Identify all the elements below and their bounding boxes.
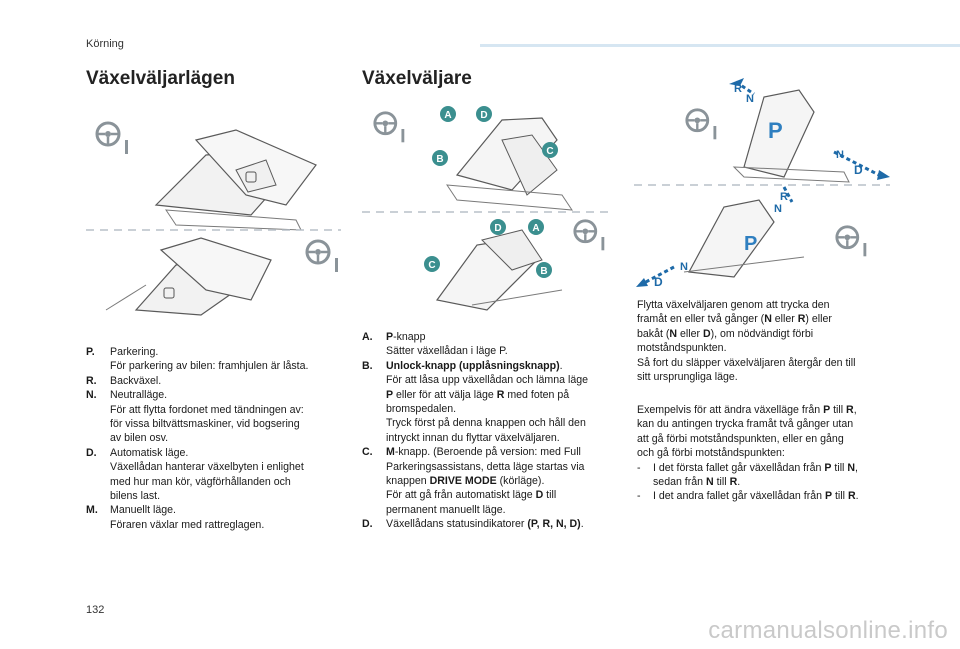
callout-a: A: [440, 106, 456, 122]
selector-parts-list: A. P-knapp Sätter växellådan i läge P. B…: [362, 330, 624, 532]
svg-text:P: P: [744, 233, 757, 255]
callout-c: C: [542, 142, 558, 158]
svg-text:C: C: [428, 260, 435, 271]
svg-text:R: R: [734, 83, 742, 95]
example-bullet-2: - I det andra fallet går växellådan från…: [637, 490, 859, 503]
mode-n: N. Neutralläge.För att flytta fordonet m…: [86, 389, 304, 445]
svg-text:B: B: [540, 266, 547, 277]
callout-c-2: C: [424, 256, 440, 272]
part-d: D. Växellådans statusindikatorer (P, R, …: [362, 518, 584, 531]
shift-instructions: Flytta växelväljaren genom att trycka de…: [637, 299, 856, 384]
section-label: Körning: [86, 38, 124, 50]
svg-text:N: N: [836, 149, 844, 161]
part-a: A. P-knapp Sätter växellådan i läge P.: [362, 331, 508, 358]
svg-text:R: R: [780, 191, 788, 203]
callout-a-2: A: [528, 219, 544, 235]
svg-text:D: D: [480, 110, 487, 121]
svg-text:N: N: [774, 203, 782, 215]
svg-text:A: A: [444, 110, 451, 121]
steering-wheel-icon: [95, 121, 130, 156]
svg-text:C: C: [546, 146, 553, 157]
gear-selector-illustration-left: [86, 121, 341, 316]
gear-shift-arrows-illustration: R N P N D R N P N D: [634, 78, 890, 289]
watermark: carmanualsonline.info: [708, 617, 948, 644]
svg-text:P: P: [768, 118, 783, 143]
mode-r: R. Backväxel.: [86, 374, 162, 387]
heading-gear-selector: Växelväljare: [362, 68, 472, 89]
part-b: B. Unlock-knapp (upplåsningsknapp). För …: [362, 359, 588, 444]
gear-selector-illustration-middle: A D B C D A C B: [362, 106, 614, 311]
callout-d-2: D: [490, 219, 506, 235]
example-bullet-1: - I det första fallet går växellådan frå…: [637, 461, 858, 489]
part-c: C. M-knapp. (Beroende på version: med Fu…: [362, 446, 585, 516]
callout-b-2: B: [536, 262, 552, 278]
svg-text:N: N: [680, 261, 688, 273]
steering-wheel-icon-5: [685, 108, 718, 141]
mode-p: P. Parkering.För parkering av bilen: fra…: [86, 346, 309, 373]
svg-text:D: D: [854, 163, 863, 177]
mode-d: D. Automatisk läge.Växellådan hanterar v…: [86, 446, 304, 503]
steering-wheel-icon-3: [373, 111, 406, 144]
mode-m: M. Manuellt läge.Föraren växlar med ratt…: [86, 504, 265, 531]
header-accent-bar: [480, 44, 960, 47]
heading-gear-positions: Växelväljarlägen: [86, 68, 235, 89]
svg-text:D: D: [494, 223, 501, 234]
svg-text:N: N: [746, 93, 754, 105]
svg-text:B: B: [436, 154, 443, 165]
callout-d: D: [476, 106, 492, 122]
steering-wheel-icon-6: [835, 225, 868, 258]
steering-wheel-icon-4: [573, 219, 606, 252]
svg-text:A: A: [532, 223, 539, 234]
steering-wheel-icon-2: [305, 239, 340, 274]
shift-example: Exempelvis för att ändra växelläge från …: [637, 403, 899, 504]
gear-modes-list: P. Parkering.För parkering av bilen: fra…: [86, 345, 351, 532]
callout-b: B: [432, 150, 448, 166]
page-number: 132: [86, 604, 105, 616]
svg-text:D: D: [654, 275, 663, 289]
